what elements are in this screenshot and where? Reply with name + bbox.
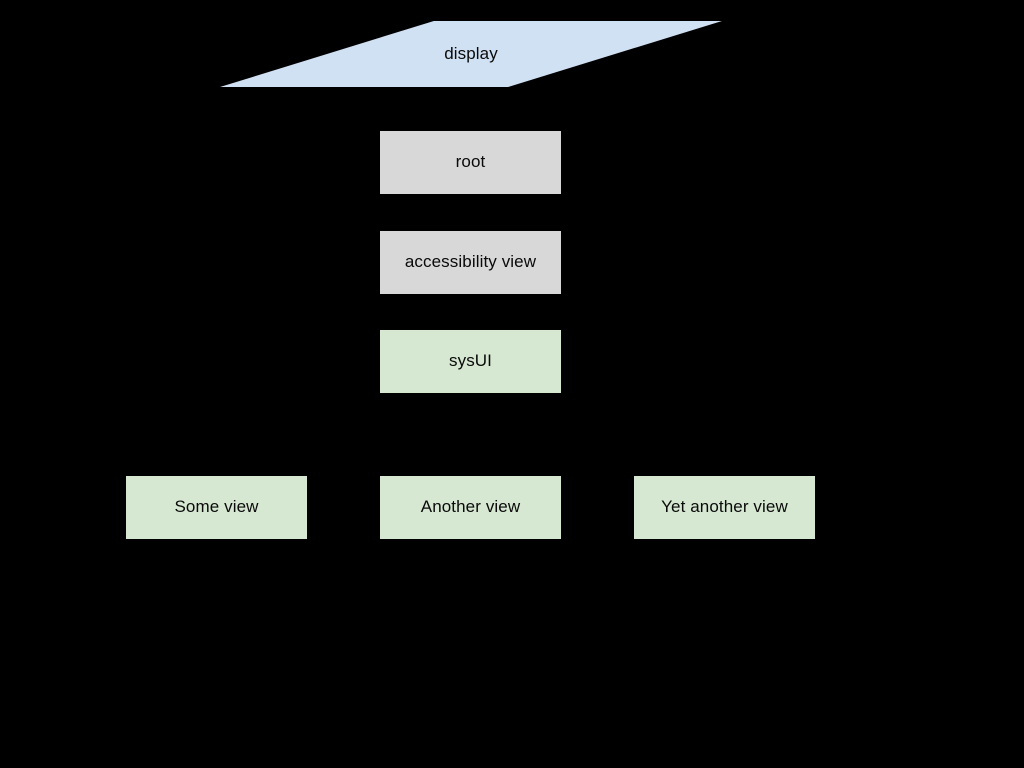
- node-display-label: display: [444, 43, 498, 63]
- node-another-view[interactable]: Another view: [380, 476, 561, 539]
- node-some-view-label: Some view: [174, 497, 259, 517]
- node-accessibility-view-label: accessibility view: [404, 252, 537, 272]
- node-root-label: root: [455, 152, 486, 172]
- node-sysui-label: sysUI: [449, 351, 492, 371]
- node-yet-another-view[interactable]: Yet another view: [634, 476, 815, 539]
- node-yet-another-view-label: Yet another view: [661, 497, 788, 517]
- node-another-view-label: Another view: [420, 497, 521, 517]
- node-accessibility-view[interactable]: accessibility view: [380, 231, 561, 294]
- node-display[interactable]: display: [220, 21, 722, 87]
- node-some-view[interactable]: Some view: [126, 476, 307, 539]
- node-sysui[interactable]: sysUI: [380, 330, 561, 393]
- node-root[interactable]: root: [380, 131, 561, 194]
